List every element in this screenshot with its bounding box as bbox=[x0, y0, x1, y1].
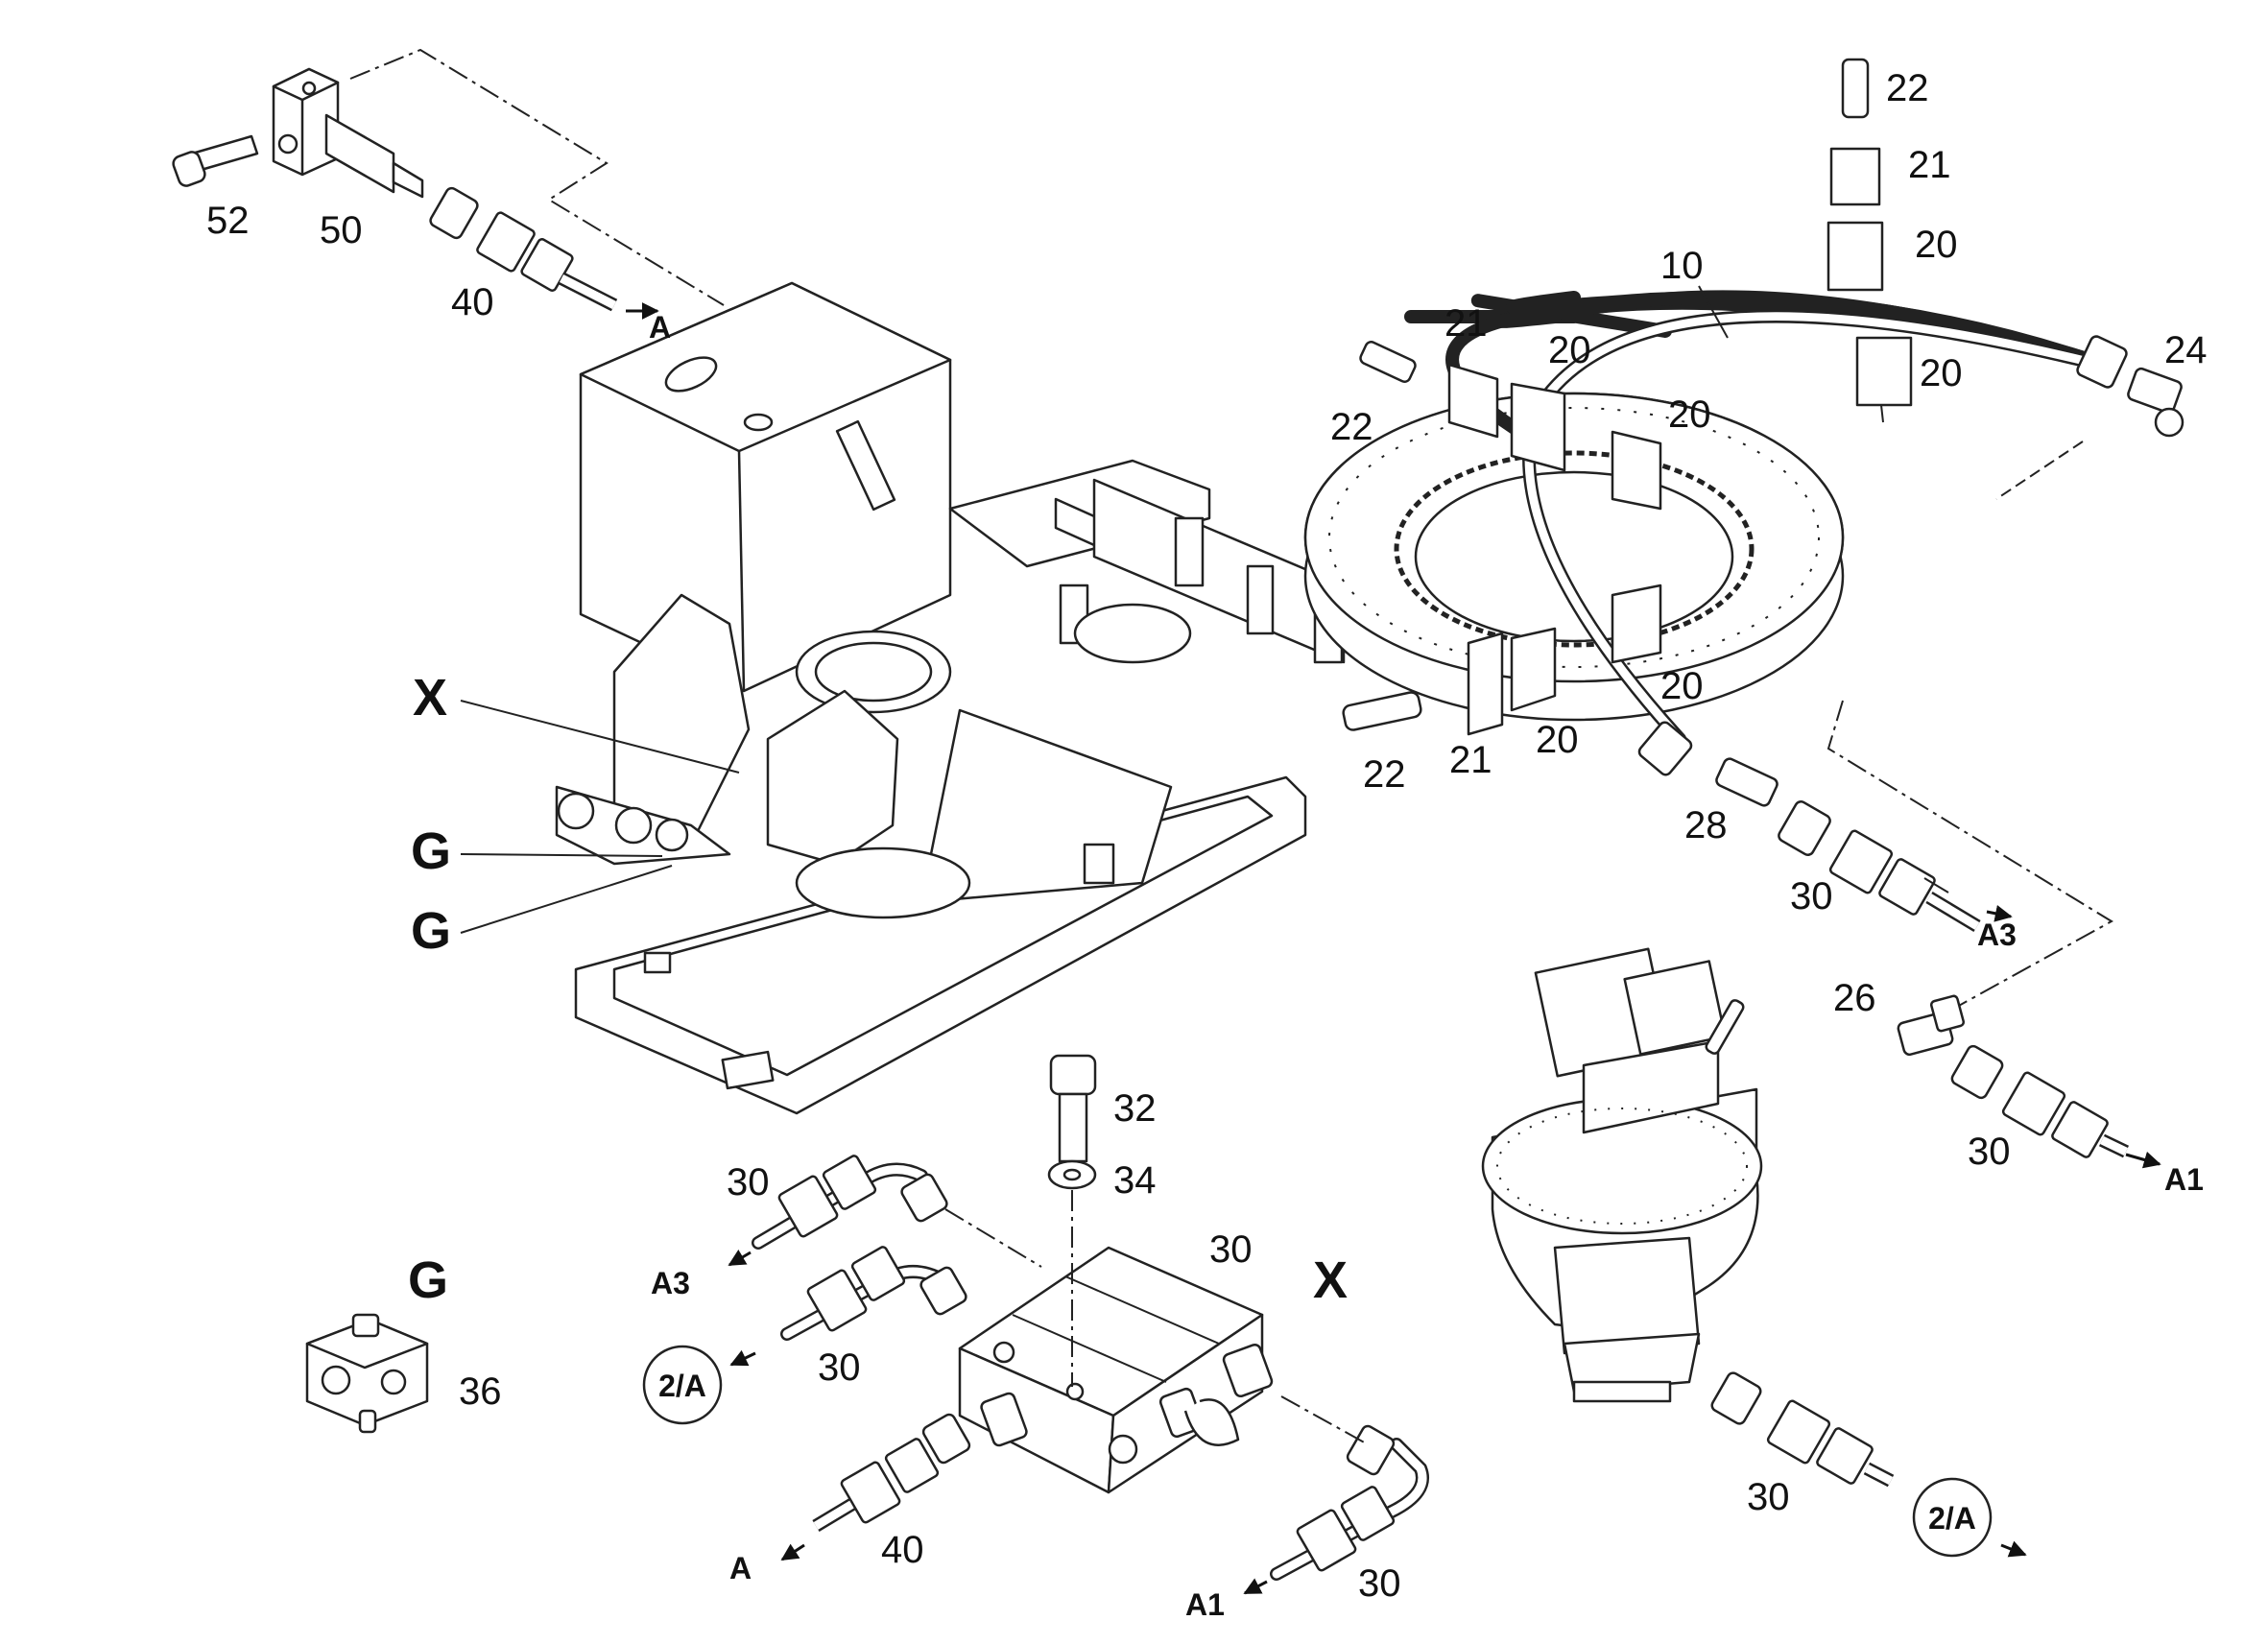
label-part-40-bottom: 40 bbox=[881, 1529, 924, 1571]
arrow-2a-right-icon bbox=[2000, 1540, 2027, 1558]
label-part-20-b: 20 bbox=[1920, 352, 1963, 394]
arrow-a-bottom-icon bbox=[780, 1543, 805, 1561]
label-part-22-top: 22 bbox=[1886, 67, 1929, 109]
label-part-36: 36 bbox=[459, 1370, 502, 1413]
label-detail-x: X bbox=[1313, 1251, 1348, 1309]
label-part-22-left: 22 bbox=[1330, 406, 1373, 448]
label-part-22-lower: 22 bbox=[1363, 753, 1406, 796]
label-part-26: 26 bbox=[1833, 977, 1876, 1019]
hose-10 bbox=[1404, 290, 2128, 776]
label-detail-x-frame: X bbox=[413, 669, 447, 727]
label-part-20-mid: 20 bbox=[1668, 393, 1711, 436]
elbow-hose-30-2a bbox=[780, 1246, 967, 1341]
elbow-hose-30-a3 bbox=[752, 1155, 948, 1250]
fitting-40-bottom bbox=[812, 1413, 971, 1533]
arrow-a3-right-icon bbox=[1986, 904, 2013, 922]
leader-x-frame bbox=[460, 700, 740, 774]
elbow-fitting-24 bbox=[2127, 367, 2184, 438]
slewing-ring bbox=[1303, 392, 1845, 722]
label-part-30-a3: 30 bbox=[1790, 875, 1833, 917]
tee-fitting-26 bbox=[1897, 994, 1966, 1057]
label-part-20-right: 20 bbox=[1660, 665, 1704, 707]
washer-34 bbox=[1047, 1159, 1097, 1190]
fitting-30-a3 bbox=[1778, 800, 1981, 933]
label-part-21-left: 21 bbox=[1444, 302, 1488, 345]
label-part-20-left: 20 bbox=[1548, 329, 1591, 371]
leader-a3-valve bbox=[944, 1208, 1042, 1268]
label-part-40-top: 40 bbox=[451, 281, 494, 323]
clamp-left-upper bbox=[1359, 341, 1662, 511]
leader-ring-fitting bbox=[1826, 700, 2113, 1023]
label-part-21-top: 21 bbox=[1908, 144, 1951, 186]
fitting-30-motor bbox=[1710, 1371, 1895, 1488]
screw-32 bbox=[1049, 1054, 1097, 1163]
leader-sensor-hose bbox=[349, 48, 725, 306]
arrow-2a-left-icon bbox=[729, 1349, 756, 1367]
label-port-a1-bottom: A1 bbox=[1185, 1587, 1225, 1622]
label-part-10: 10 bbox=[1660, 245, 1704, 287]
label-part-50: 50 bbox=[320, 209, 363, 251]
clamp-stack-top bbox=[1826, 58, 1913, 423]
leader-g-2 bbox=[460, 865, 673, 934]
label-part-20-top: 20 bbox=[1915, 224, 1958, 266]
arrow-a1-right-icon bbox=[2125, 1151, 2161, 1169]
fitting-40-top bbox=[429, 186, 618, 312]
leader-g-1 bbox=[460, 853, 663, 857]
label-part-21-lower: 21 bbox=[1449, 739, 1492, 781]
label-part-20-lower: 20 bbox=[1536, 719, 1579, 761]
label-part-52: 52 bbox=[206, 200, 250, 242]
elbow-hose-30-a1 bbox=[1270, 1424, 1429, 1581]
clamp-36 bbox=[305, 1313, 429, 1434]
label-part-30-left-mid: 30 bbox=[818, 1346, 861, 1389]
valve-block bbox=[958, 1246, 1274, 1494]
fitting-30-a1 bbox=[1950, 1044, 2130, 1158]
badge-2a-left bbox=[642, 1345, 723, 1425]
label-part-30-left-top: 30 bbox=[727, 1161, 770, 1203]
label-port-a3-right: A3 bbox=[1977, 917, 2017, 952]
arrow-a3-left-icon bbox=[728, 1250, 752, 1267]
label-port-a-top: A bbox=[649, 310, 671, 345]
label-port-2a-left: 2/A bbox=[658, 1369, 706, 1403]
sensor-block-assembly bbox=[172, 67, 424, 199]
label-detail-g: G bbox=[408, 1251, 448, 1309]
machine-frame bbox=[555, 281, 1346, 1115]
badge-2a-right bbox=[1912, 1477, 1993, 1558]
label-part-24: 24 bbox=[2164, 329, 2208, 371]
label-port-2a-right: 2/A bbox=[1928, 1501, 1976, 1536]
label-port-a1-right: A1 bbox=[2164, 1162, 2204, 1197]
label-part-28: 28 bbox=[1684, 804, 1728, 846]
swing-motor bbox=[1481, 947, 1763, 1403]
clamp-left-lower bbox=[1342, 584, 1662, 736]
label-port-a3-left: A3 bbox=[651, 1266, 690, 1300]
label-part-34: 34 bbox=[1113, 1159, 1157, 1202]
label-part-30-motor: 30 bbox=[1747, 1476, 1790, 1518]
arrow-a1-bottom-icon bbox=[1243, 1578, 1268, 1595]
label-detail-g-1: G bbox=[411, 822, 451, 880]
fitting-28 bbox=[1715, 757, 1779, 807]
label-detail-g-2: G bbox=[411, 902, 451, 960]
label-port-a-bottom: A bbox=[729, 1551, 752, 1585]
label-part-30-valve-top: 30 bbox=[1209, 1228, 1253, 1271]
leader-a1-valve bbox=[1280, 1395, 1369, 1445]
label-part-30-a1: 30 bbox=[1968, 1131, 2011, 1173]
label-part-32: 32 bbox=[1113, 1087, 1157, 1130]
label-part-30-bottom: 30 bbox=[1358, 1562, 1401, 1605]
